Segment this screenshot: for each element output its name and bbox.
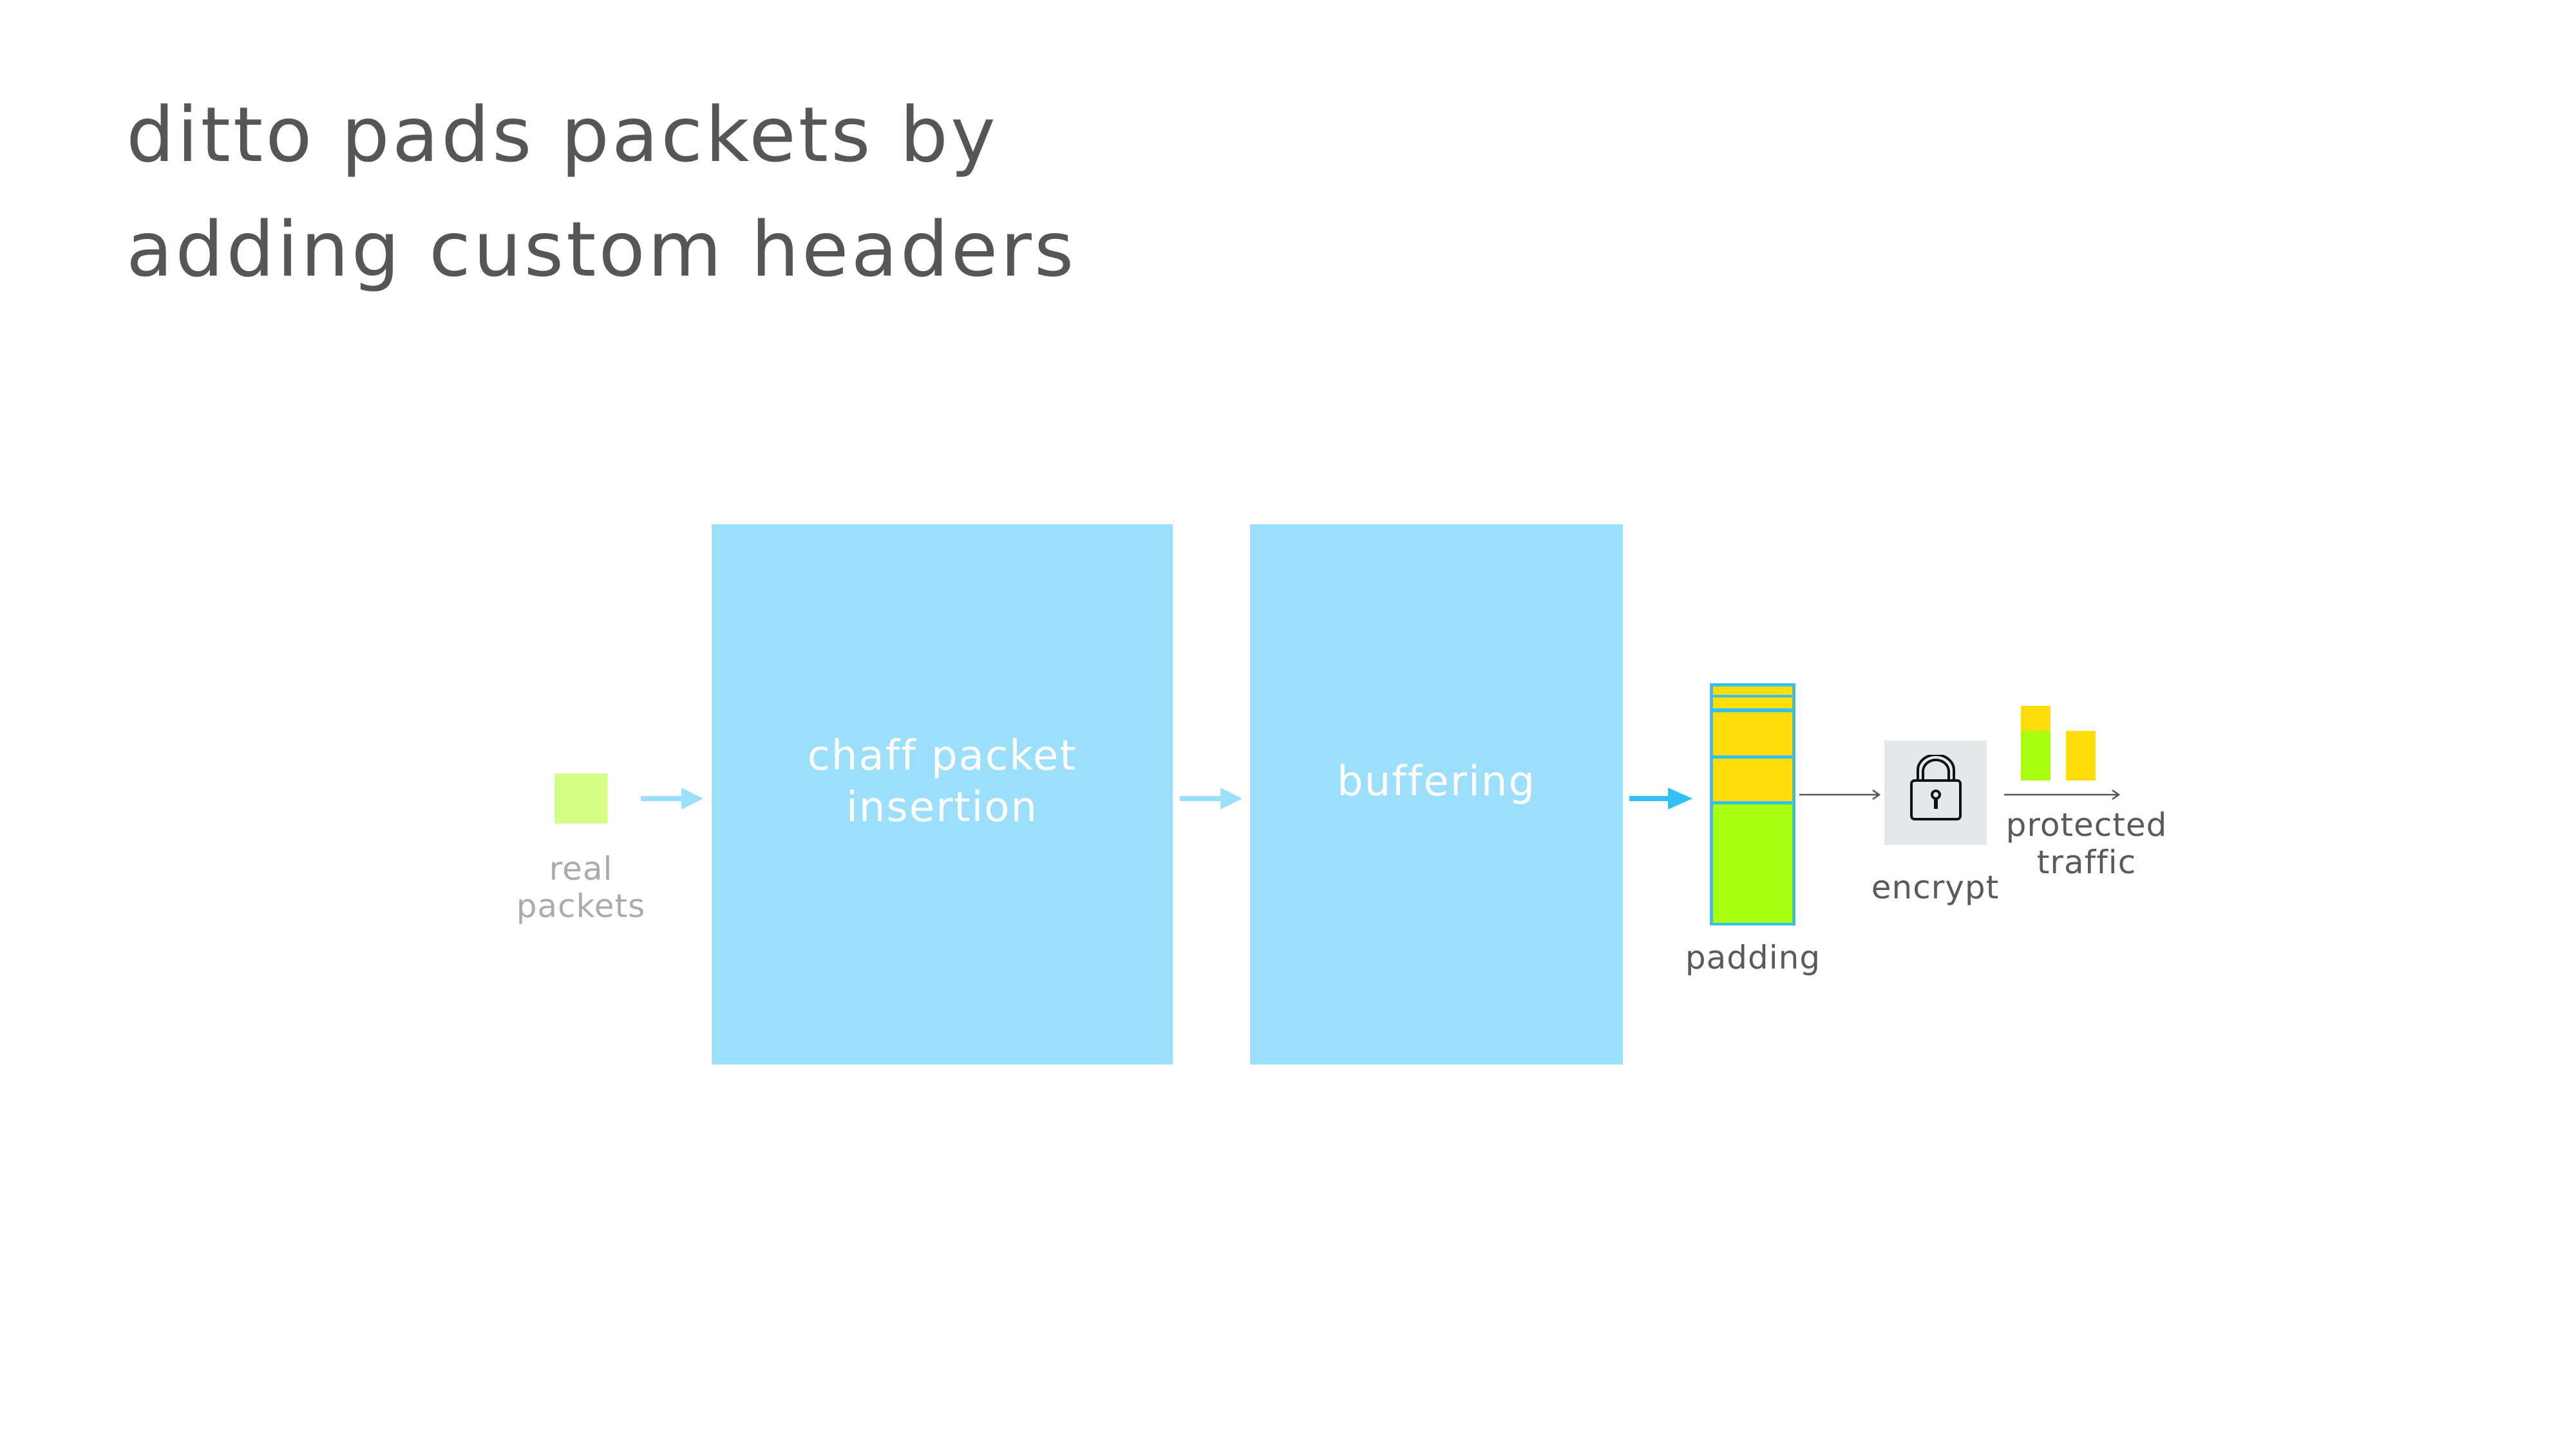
output-chaff-block: [2066, 731, 2096, 781]
padding-segment: [1713, 687, 1792, 695]
padding-label: padding: [1685, 939, 1821, 976]
real-packets-label-line-1: real: [549, 850, 613, 887]
stage1-label-line-1: chaff packet: [807, 732, 1077, 780]
arrow-right-icon: [1180, 788, 1242, 810]
padding-segment: [1713, 759, 1792, 801]
encrypt-box: [1884, 741, 1987, 845]
buffering-box: buffering: [1250, 524, 1623, 1065]
output-data-block: [2021, 731, 2050, 781]
real-packets-label: real packets: [516, 850, 645, 925]
real-packet-square: [554, 773, 607, 824]
lock-icon: [1910, 755, 1962, 820]
protected-traffic-label-line-1: protected: [2005, 806, 2168, 844]
chaff-packet-insertion-box: chaff packet insertion: [712, 524, 1173, 1065]
stage2-label: buffering: [1337, 757, 1536, 806]
encrypt-label: encrypt: [1871, 869, 2000, 906]
real-packets-label-line-2: packets: [516, 887, 646, 925]
arrow-right-icon: [1629, 788, 1692, 810]
thin-arrow-icon: [2004, 789, 2121, 800]
protected-traffic-label-line-2: traffic: [2036, 844, 2137, 881]
title-line-1: ditto pads packets by: [126, 90, 998, 179]
protected-traffic-label: protected traffic: [2006, 806, 2168, 881]
stage1-label-line-2: insertion: [846, 783, 1038, 831]
output-padding-block: [2021, 706, 2050, 731]
padding-segment: [1713, 697, 1792, 708]
padding-segment: [1713, 712, 1792, 755]
arrow-right-icon: [641, 788, 703, 810]
padded-packet-stack: [1710, 683, 1795, 925]
data-segment: [1713, 804, 1792, 923]
thin-arrow-icon: [1799, 789, 1881, 800]
title-line-2: adding custom headers: [126, 205, 1077, 294]
